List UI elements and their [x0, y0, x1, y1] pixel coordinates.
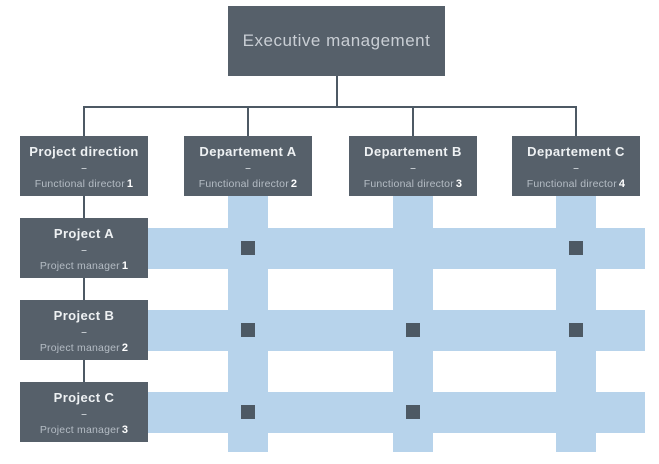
executive-management-box: Executive management	[228, 6, 445, 76]
box-title: Departement B	[364, 144, 462, 159]
box-title: Departement A	[199, 144, 297, 159]
box-title: Project B	[53, 308, 115, 323]
box-dash: –	[81, 244, 87, 256]
role-label: Functional director	[198, 178, 289, 190]
connector-line	[83, 106, 85, 136]
executive-management-label: Executive management	[242, 31, 431, 50]
connector-line	[412, 106, 414, 136]
role-number: 2	[290, 178, 298, 190]
role-number: 1	[126, 178, 134, 190]
role-label: Project manager	[39, 342, 120, 354]
role-number: 3	[455, 178, 463, 190]
role-number: 3	[121, 424, 129, 436]
role-label: Project manager	[39, 424, 120, 436]
role-label: Project manager	[39, 260, 120, 272]
assignment-marker	[241, 405, 255, 419]
role-number: 2	[121, 342, 129, 354]
box-dash: –	[410, 162, 416, 174]
connector-line	[83, 278, 85, 300]
box-dash: –	[81, 162, 87, 174]
connector-line	[83, 106, 577, 108]
assignment-marker	[406, 323, 420, 337]
role-label: Functional director	[526, 178, 617, 190]
box-dash: –	[81, 326, 87, 338]
connector-line	[83, 360, 85, 382]
assignment-marker	[241, 241, 255, 255]
box-title: Departement C	[527, 144, 625, 159]
assignment-marker	[241, 323, 255, 337]
connector-line	[336, 76, 338, 107]
box-title: Project A	[53, 226, 115, 241]
connector-line	[247, 106, 249, 136]
box-dash: –	[573, 162, 579, 174]
box-dash: –	[81, 408, 87, 420]
box-title: Project direction	[29, 144, 139, 159]
project-row-band	[148, 310, 645, 351]
box-dash: –	[245, 162, 251, 174]
role-label: Functional director	[34, 178, 125, 190]
assignment-marker	[569, 323, 583, 337]
connector-line	[83, 196, 85, 218]
role-number: 1	[121, 260, 129, 272]
assignment-marker	[569, 241, 583, 255]
assignment-marker	[406, 405, 420, 419]
role-label: Functional director	[363, 178, 454, 190]
role-number: 4	[618, 178, 626, 190]
project-row-band	[148, 392, 645, 433]
project-row-band	[148, 228, 645, 269]
box-title: Project C	[53, 390, 115, 405]
connector-line	[575, 106, 577, 136]
